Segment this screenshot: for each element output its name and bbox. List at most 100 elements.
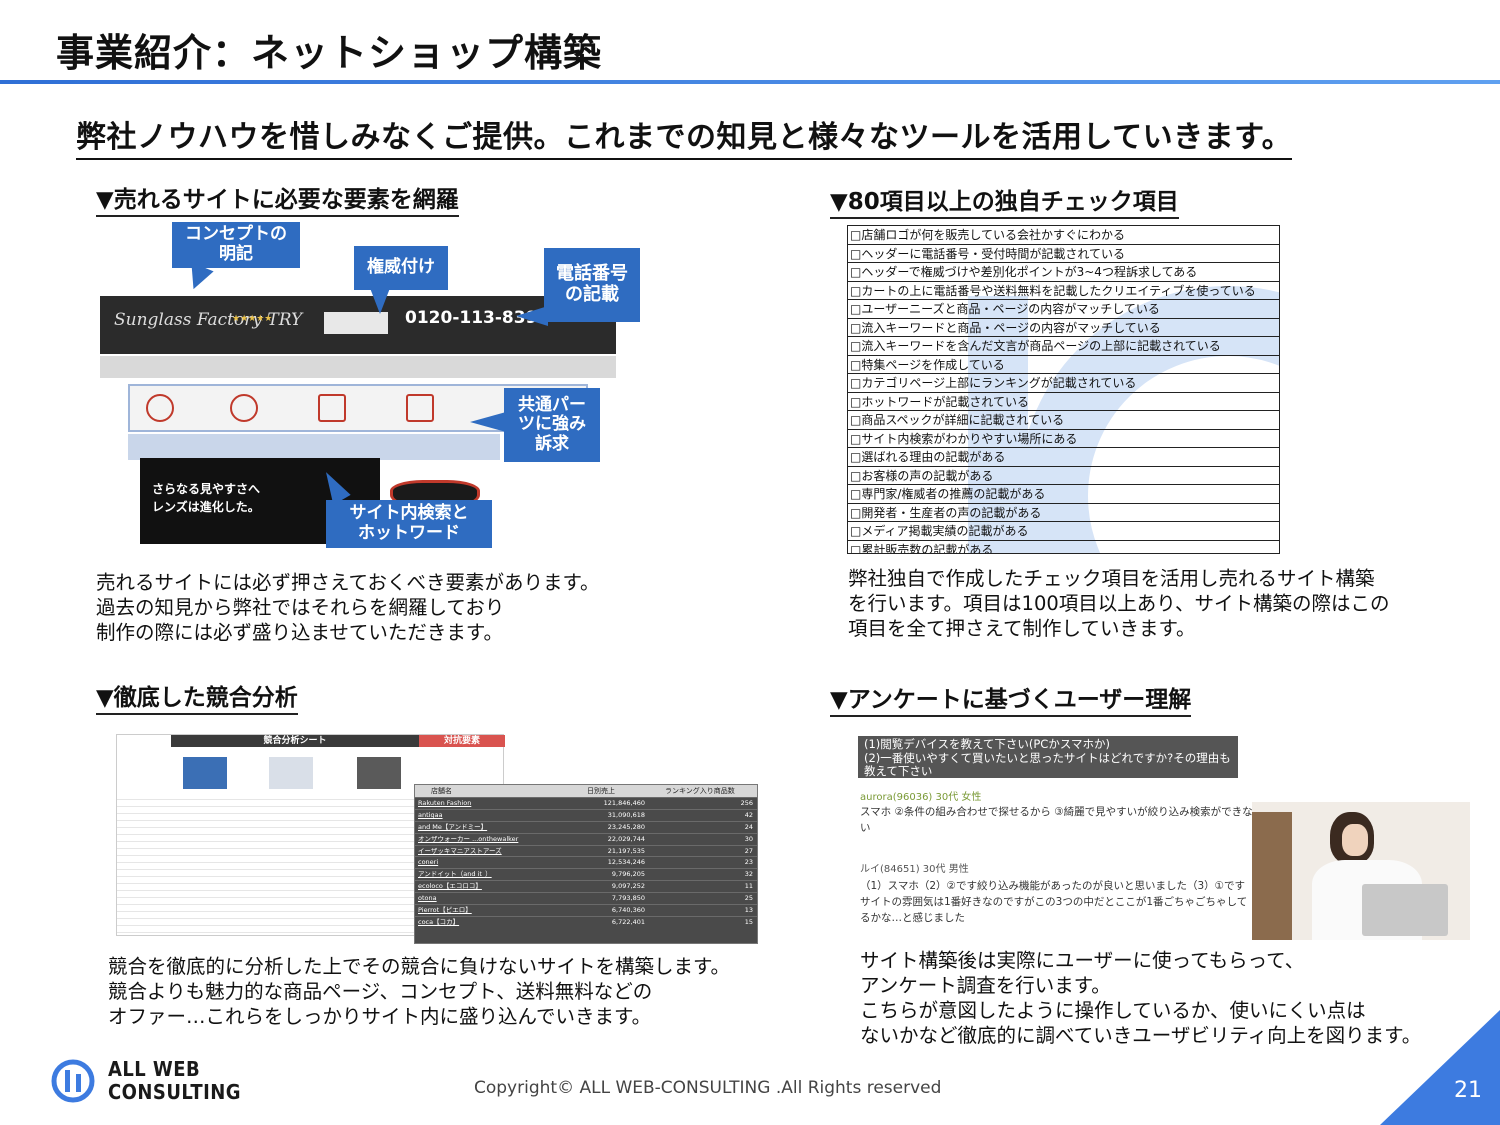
badge-icon (318, 394, 346, 422)
callout-tail (370, 288, 390, 314)
mock-card-icons (324, 312, 388, 334)
ranking-sales: 6,740,360 (611, 906, 645, 915)
callout-site-search: サイト内検索と ホットワード (326, 500, 492, 548)
company-name: ALL WEB CONSULTING (108, 1057, 241, 1104)
headline: 弊社ノウハウを惜しみなくご提供。これまでの知見と様々なツールを活用していきます。 (76, 112, 1293, 160)
ranking-sales: 22,029,744 (607, 834, 645, 843)
site-thumbnail (357, 757, 401, 789)
ranking-shop-name: オンザウォーカー ...onthewalker (418, 834, 519, 843)
ranking-sales: 12,534,246 (607, 858, 645, 867)
ranking-item-count: 13 (744, 906, 753, 915)
ranking-shop-name: coneri (418, 858, 439, 867)
ranking-shop-name: Rakuten Fashion (418, 799, 472, 807)
ranking-item-count: 30 (744, 834, 753, 843)
survey-answer: スマホ ②条件の組み合わせで探せるから ③綺麗で見やすいが絞り込み検索ができな … (860, 806, 1253, 834)
section-heading-checklist: ▼80項目以上の独自チェック項目 (830, 182, 1179, 219)
mock-review-stars: ★★★★★ (232, 314, 273, 324)
checklist-item: □カテゴリページ上部にランキングが記載されている (848, 374, 1279, 393)
survey-answer: （1）スマホ（2）②です絞り込み機能があったのが良いと思いました（3）①です サ… (860, 880, 1248, 924)
corner-triangle (1380, 1010, 1500, 1125)
callout-tail (516, 306, 548, 326)
ranking-row: オンザウォーカー ...onthewalker 22,029,744 30 (415, 832, 757, 845)
survey-questions: (1)閲覧デバイスを教えて下さい(PCかスマホか) (2)一番使いやすくて買いた… (858, 736, 1238, 778)
ranking-header-cell: 店舗名 (431, 787, 452, 795)
checklist-item: □専門家/権威者の推薦の記載がある (848, 485, 1279, 504)
checklist-item: □メディア掲載実績の記載がある (848, 522, 1279, 541)
ranking-item-count: 25 (744, 894, 753, 903)
checklist-item: □ホットワードが記載されている (848, 393, 1279, 411)
callout-authority: 権威付け (354, 246, 448, 290)
mock-banner-text: さらなる見やすさへ レンズは進化した。 (152, 482, 261, 514)
callout-concept: コンセプトの 明記 (172, 222, 300, 268)
ranking-sales: 6,722,401 (611, 917, 645, 926)
woman-laptop-photo (1252, 802, 1470, 940)
ranking-item-count: 256 (740, 799, 753, 807)
sheet-title: 競合分析シート (171, 735, 419, 747)
ranking-item-count: 11 (744, 882, 753, 891)
site-thumbnail (183, 757, 227, 789)
mock-nav (100, 356, 616, 378)
ranking-item-count: 24 (744, 822, 753, 831)
checklist-item: □特集ページを作成している (848, 356, 1279, 374)
checklist-item: □累計販売数の記載がある (848, 541, 1279, 554)
company-logo-icon (51, 1059, 95, 1103)
ranking-row: coca【コカ】 6,722,401 15 (415, 915, 757, 928)
section-heading-survey: ▼アンケートに基づくユーザー理解 (830, 680, 1192, 717)
page-title: 事業紹介：ネットショップ構築 (56, 31, 603, 75)
ranking-row: ecoloco【エコロコ】 9,097,252 11 (415, 880, 757, 892)
ranking-header: 店舗名 日別売上 ランキング入り商品数 (415, 785, 757, 797)
ranking-item-count: 15 (744, 917, 753, 926)
badge-icon (406, 394, 434, 422)
checklist-item: □ヘッダーで権威づけや差別化ポイントが3~4つ程訴求してある (848, 263, 1279, 282)
title-divider (0, 80, 1500, 84)
mock-phone-number: 0120-113-839 (405, 308, 538, 328)
photo-person-face (1342, 824, 1368, 856)
checklist-item: □カートの上に電話番号や送料無料を記載したクリエイティブを使っている (848, 282, 1279, 300)
checklist-item: □お客様の声の記載がある (848, 467, 1279, 485)
site-thumbnail (269, 757, 313, 789)
ranking-sales: 9,097,252 (611, 882, 645, 891)
mock-logo: Sunglass Factory TRY (114, 310, 303, 330)
ranking-item-count: 32 (744, 870, 753, 879)
checklist-item: □商品スペックが詳細に記載されている (848, 411, 1279, 430)
ranking-shop-name: イーザッキマニアストアーズ (418, 846, 502, 855)
ranking-table: 店舗名 日別売上 ランキング入り商品数 Rakuten Fashion 121,8… (414, 784, 758, 944)
ranking-sales: 7,793,850 (611, 894, 645, 903)
badge-icon (146, 394, 174, 422)
callout-common-parts: 共通パー ツに強み 訴求 (504, 388, 600, 462)
checklist-table: □店舗ロゴが何を販売している会社かすぐにわかる□ヘッダーに電話番号・受付時間が記… (847, 225, 1280, 554)
checklist-item: □店舗ロゴが何を販売している会社かすぐにわかる (848, 226, 1279, 245)
description-survey: サイト構築後は実際にユーザーに使ってもらって、 アンケート調査を行います。 こち… (860, 949, 1422, 1047)
mock-search-bar (128, 434, 500, 460)
checklist-item: □流入キーワードを含んだ文言が商品ページの上部に記載されている (848, 337, 1279, 356)
ranking-sales: 23,245,280 (607, 822, 645, 831)
description-checklist: 弊社独自で作成したチェック項目を活用し売れるサイト構築 を行います。項目は100… (848, 567, 1390, 640)
ranking-sales: 121,846,460 (603, 799, 645, 807)
ranking-item-count: 27 (744, 846, 753, 855)
callout-tail (470, 412, 506, 432)
ranking-header-cell: 日別売上 (587, 787, 615, 795)
checklist-item: □ユーザーニーズと商品・ページの内容がマッチしている (848, 300, 1279, 319)
ranking-shop-name: coca【コカ】 (418, 917, 460, 926)
page-number: 21 (1454, 1078, 1482, 1103)
ranking-item-count: 42 (744, 810, 753, 819)
ranking-sales: 31,090,618 (607, 810, 645, 819)
checklist-item: □サイト内検索がわかりやすい場所にある (848, 430, 1279, 448)
copyright-text: Copyright© ALL WEB-CONSULTING .All Right… (474, 1078, 942, 1098)
survey-user: ルイ(84651) 30代 男性 (860, 864, 969, 875)
checklist-item: □開発者・生産者の声の記載がある (848, 504, 1279, 522)
section-heading-competitor: ▼徹底した競合分析 (96, 678, 298, 715)
section-heading-elements: ▼売れるサイトに必要な要素を網羅 (96, 180, 459, 217)
ranking-shop-name: ecoloco【エコロコ】 (418, 882, 482, 891)
watermark-logo (968, 296, 1028, 553)
badge-icon (230, 394, 258, 422)
ranking-sales: 9,796,205 (611, 870, 645, 879)
photo-shelf (1252, 812, 1292, 940)
